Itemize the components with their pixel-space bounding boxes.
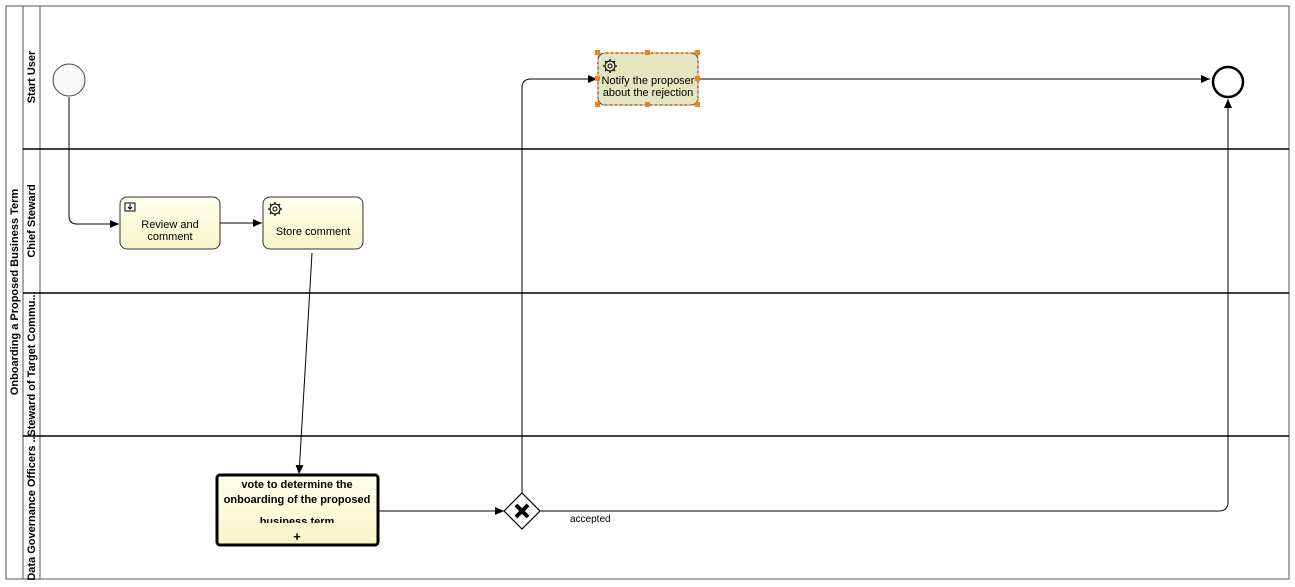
- end-event[interactable]: [1211, 65, 1245, 99]
- task-notify-label-line1: Notify the proposer: [602, 75, 695, 87]
- lane-label-steward-target[interactable]: Steward of Target Commu...: [26, 291, 38, 436]
- flow-label-accepted: accepted: [570, 514, 611, 525]
- subprocess-vote-label-line1: vote to determine the: [241, 479, 352, 491]
- pool-label[interactable]: Onboarding a Proposed Business Term: [9, 189, 21, 396]
- selection-handle[interactable]: [695, 102, 700, 107]
- lane-label-chief-steward[interactable]: Chief Steward: [26, 184, 38, 257]
- task-notify-proposer[interactable]: Notify the proposer about the rejection: [595, 50, 700, 107]
- task-review-label-line2: comment: [147, 231, 192, 243]
- lane-label-start-user[interactable]: Start User: [26, 50, 38, 103]
- subprocess-vote-label-line2: onboarding of the proposed: [224, 494, 371, 506]
- task-store-label: Store comment: [276, 226, 351, 238]
- subprocess-expand-marker[interactable]: +: [293, 529, 301, 544]
- flow-start-to-review[interactable]: [68, 97, 119, 228]
- selection-handle[interactable]: [695, 76, 700, 81]
- task-review-and-comment[interactable]: Review and comment: [119, 196, 221, 250]
- user-task-icon: [124, 202, 136, 212]
- gear-icon: [268, 202, 282, 216]
- selection-handle[interactable]: [595, 50, 600, 55]
- selection-handle[interactable]: [645, 102, 650, 107]
- subprocess-vote-label-line3: business term: [260, 516, 335, 528]
- task-notify-label-line2: about the rejection: [603, 87, 694, 99]
- selection-handle[interactable]: [595, 76, 600, 81]
- start-event[interactable]: [52, 63, 86, 97]
- task-store-comment[interactable]: Store comment: [262, 196, 364, 250]
- lane-label-dg-officers[interactable]: Data Governance Officers ...: [26, 433, 38, 580]
- flow-gateway-accepted-to-end[interactable]: [540, 99, 1232, 512]
- exclusive-gateway[interactable]: [503, 492, 541, 530]
- selection-handle[interactable]: [595, 102, 600, 107]
- flow-gateway-to-notify[interactable]: [521, 75, 597, 494]
- flow-store-to-vote[interactable]: [295, 252, 313, 475]
- subprocess-vote[interactable]: vote to determine the onboarding of the …: [215, 473, 380, 547]
- selection-handle[interactable]: [645, 50, 650, 55]
- selection-handle[interactable]: [695, 50, 700, 55]
- gear-icon: [603, 59, 617, 73]
- x-icon: [514, 503, 530, 519]
- task-review-label-line1: Review and: [141, 219, 198, 231]
